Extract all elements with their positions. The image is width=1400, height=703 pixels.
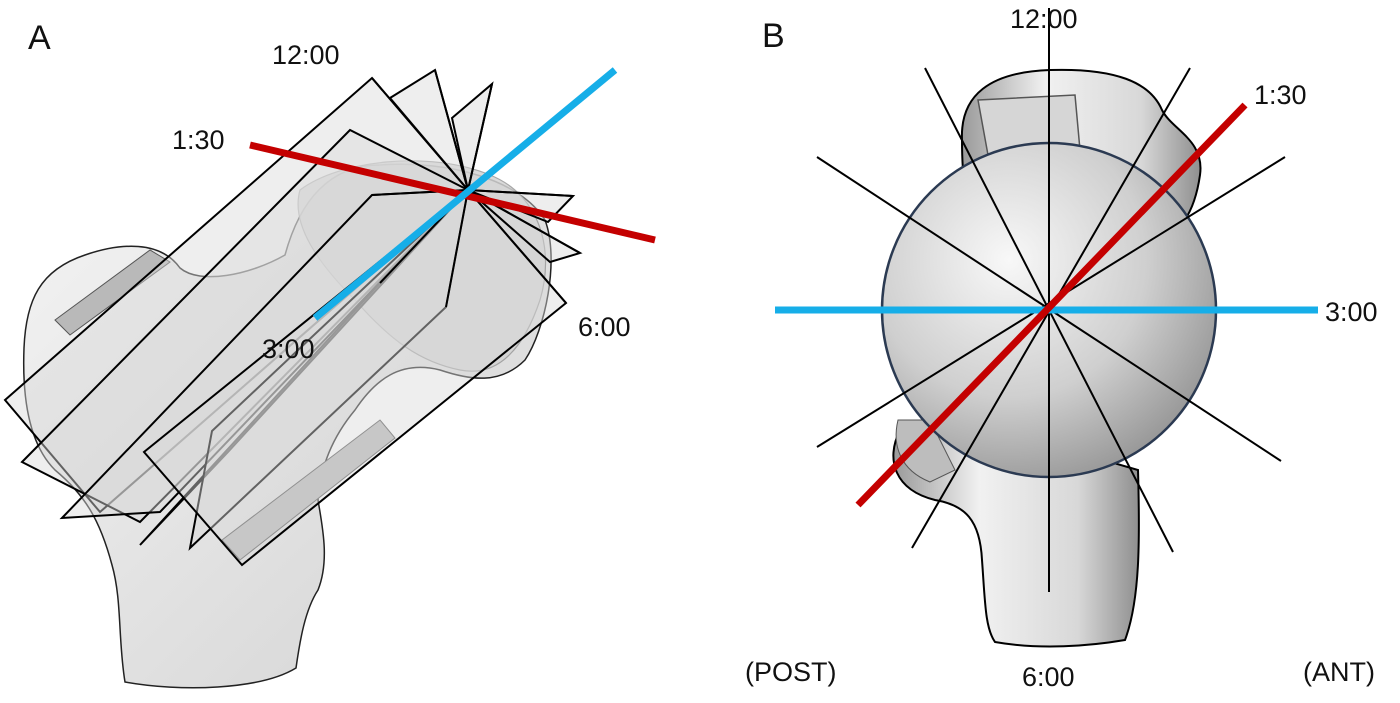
plane-3-00-a bbox=[312, 67, 618, 321]
groove-lower-a bbox=[221, 419, 396, 561]
label-anterior: (ANT) bbox=[1303, 657, 1375, 687]
lesser-tuberosity-b bbox=[895, 419, 956, 483]
label-posterior: (POST) bbox=[745, 657, 837, 687]
panel-letter-a: A bbox=[28, 19, 51, 57]
label-3-00-a: 3:00 bbox=[262, 334, 315, 364]
label-6-00-b: 6:00 bbox=[1022, 662, 1075, 692]
label-6-00-a: 6:00 bbox=[578, 312, 631, 342]
groove-upper-a bbox=[54, 249, 171, 336]
panel-a: A 12:00 1:30 3:00 6:00 bbox=[3, 19, 656, 689]
humeral-shaft-b bbox=[892, 429, 1140, 648]
label-1-30-a: 1:30 bbox=[172, 125, 225, 155]
label-12-00-a: 12:00 bbox=[272, 40, 340, 70]
label-1-30-b: 1:30 bbox=[1254, 80, 1307, 110]
plane-1-30-b bbox=[855, 102, 1248, 508]
panel-letter-b: B bbox=[762, 17, 785, 55]
plane-1-30-a bbox=[249, 141, 656, 244]
panel-b: B 12:00 1:30 3:00 6:00 (POST) (ANT) bbox=[745, 4, 1378, 692]
label-12-00-b: 12:00 bbox=[1010, 4, 1078, 34]
label-3-00-b: 3:00 bbox=[1325, 297, 1378, 327]
